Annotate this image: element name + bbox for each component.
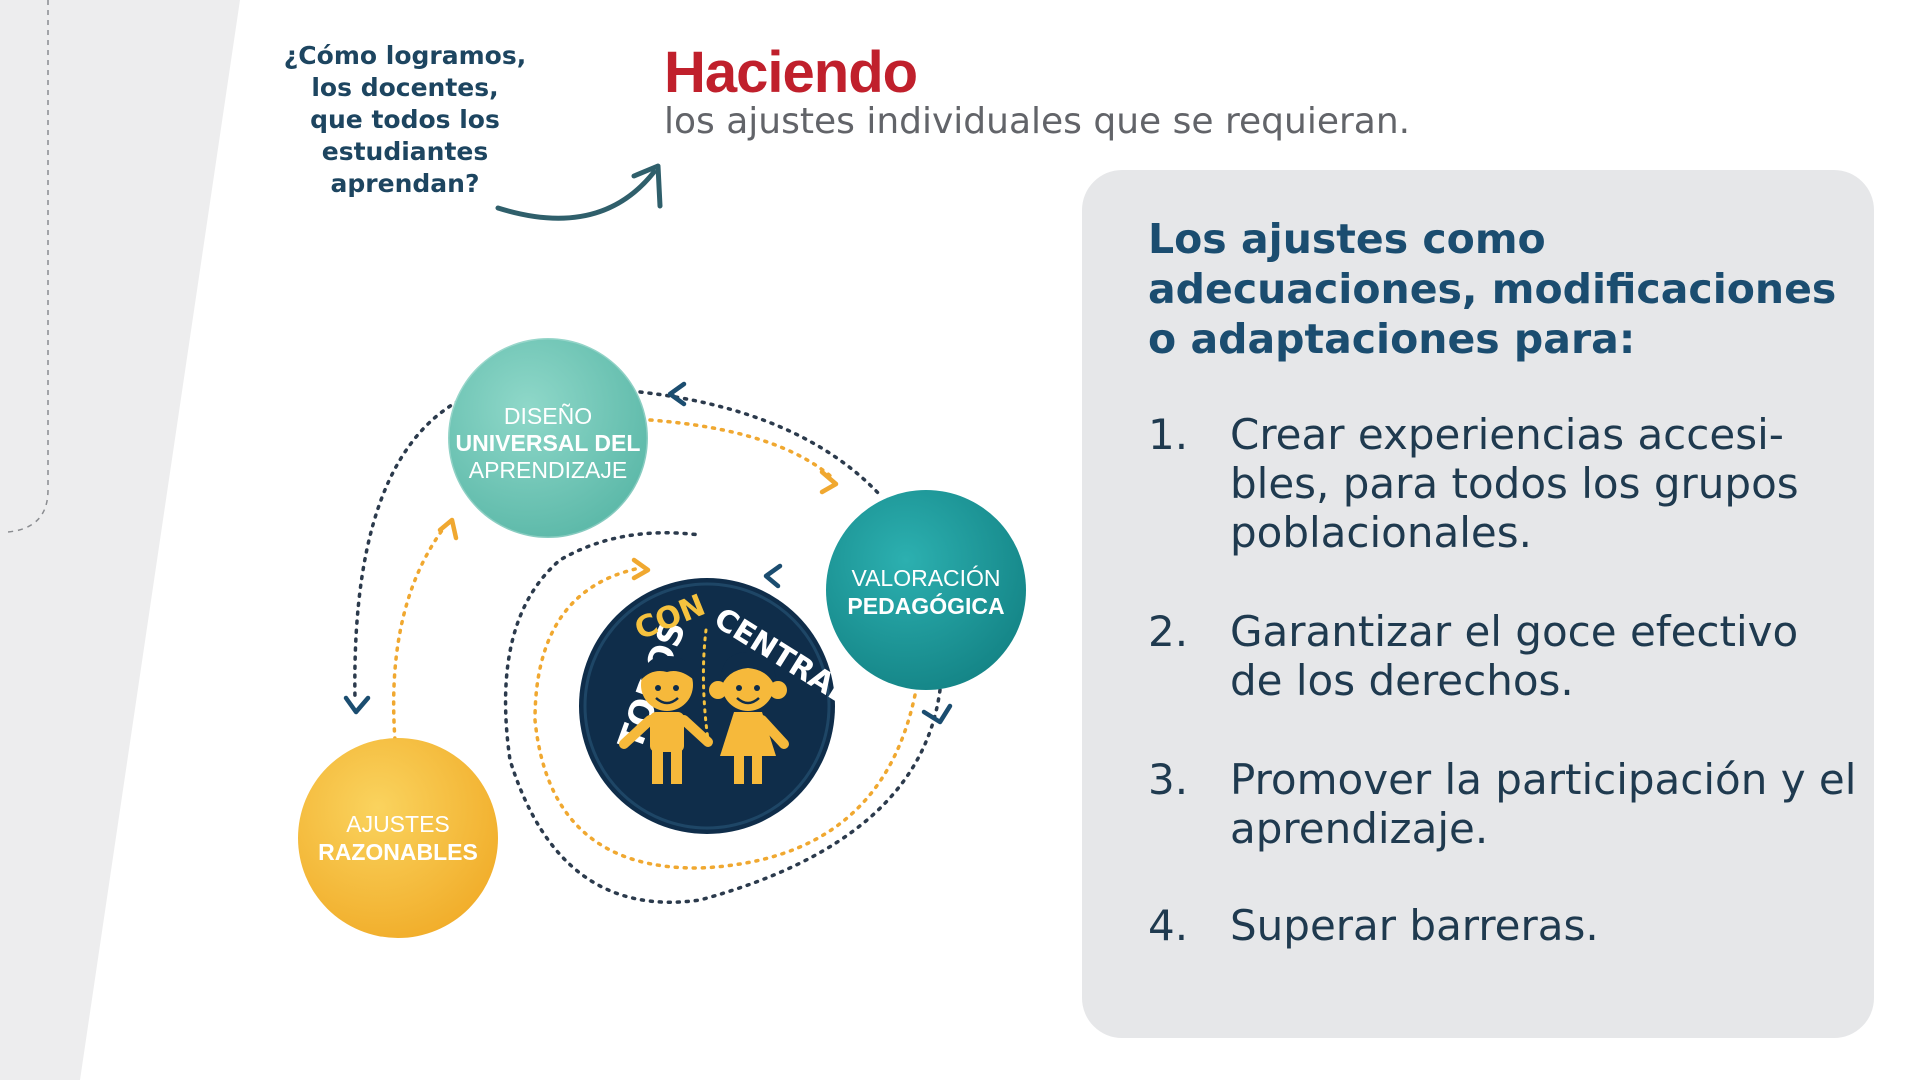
list-item-number: 2. [1148, 607, 1189, 656]
arrowhead-icon [763, 563, 783, 589]
arrowhead-icon [667, 381, 687, 407]
headline-title: Haciendo [664, 40, 918, 105]
arrowhead-icon [819, 469, 839, 495]
list-item-text: Garantizar el goce efectivo de los derec… [1230, 607, 1799, 705]
list-item-number: 3. [1148, 755, 1189, 804]
question-text: ¿Cómo logramos, los docentes, que todos … [255, 40, 555, 200]
children-holding-hands-icon [619, 628, 789, 784]
list-item-text: Superar barreras. [1230, 901, 1599, 950]
list-item: 1. Crear experiencias accesi-bles, para … [1148, 410, 1858, 557]
inner-cycle-path [391, 418, 917, 870]
list-item: 2. Garantizar el goce efectivo de los de… [1148, 607, 1858, 705]
node-diseno-line1: DISEÑO [504, 403, 592, 429]
node-ajustes-line2: RAZONABLES [318, 839, 478, 865]
arrowhead-icon [437, 517, 459, 541]
arrowhead-icon [343, 695, 371, 715]
question-line: los docentes, [311, 73, 499, 102]
panel-title: Los ajustes como adecuaciones, modificac… [1148, 215, 1837, 363]
node-valoracion-line2: PEDAGÓGICA [847, 592, 1004, 619]
node-diseno-line2: UNIVERSAL DEL [456, 430, 641, 456]
outer-cycle-path [353, 383, 942, 904]
list-item-number: 4. [1148, 901, 1189, 950]
list-item-text: Crear experiencias accesi-bles, para tod… [1230, 410, 1799, 557]
headline-subtitle: los ajustes individuales que se requiera… [664, 101, 1411, 142]
adjustments-list: 1. Crear experiencias accesi-bles, para … [1148, 410, 1858, 1000]
arrowhead-icon [631, 557, 651, 581]
list-item: 4. Superar barreras. [1148, 901, 1858, 950]
node-diseno-line3: APRENDIZAJE [469, 457, 627, 483]
list-item-text: Promover la participación y el aprendiza… [1230, 755, 1857, 853]
curved-arrow-icon [495, 169, 657, 221]
node-diseno-universal: DISEÑO UNIVERSAL DEL APRENDIZAJE [446, 336, 650, 540]
list-item: 3. Promover la participación y el aprend… [1148, 755, 1858, 853]
question-line: ¿Cómo logramos, [283, 41, 527, 70]
question-line: aprendan? [330, 169, 480, 198]
adjustments-panel: Los ajustes como adecuaciones, modificac… [1082, 170, 1874, 1038]
node-valoracion-line1: VALORACIÓN [851, 565, 1000, 591]
question-line: que todos los [310, 105, 500, 134]
question-line: estudiantes [321, 137, 489, 166]
list-item-number: 1. [1148, 410, 1189, 459]
todos-con-centrados-seal: TODOS CON CENTRADOS [579, 578, 901, 834]
node-valoracion-pedagogica: VALORACIÓN PEDAGÓGICA [826, 490, 1026, 690]
arrowhead-icon [921, 703, 953, 725]
node-ajustes-line1: AJUSTES [346, 811, 450, 837]
node-ajustes-razonables: AJUSTES RAZONABLES [298, 738, 498, 938]
